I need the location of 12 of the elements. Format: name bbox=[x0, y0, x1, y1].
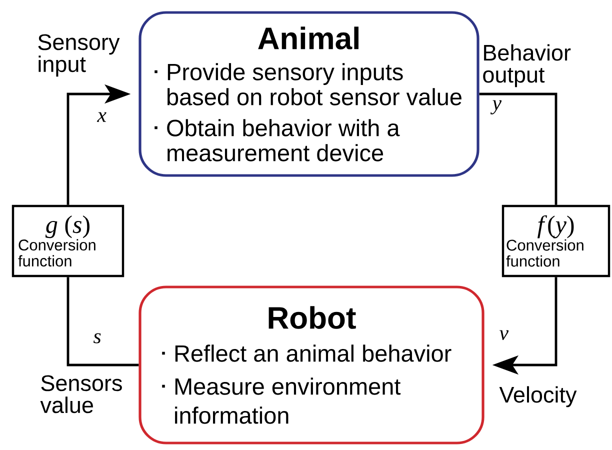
rounded-box: Animal Provide sensory inputs based on robot sensor value Obtain behavior with a measurement device bbox=[138, 11, 480, 177]
signal-label: Behavior output bbox=[483, 44, 571, 88]
variable-label: y bbox=[490, 100, 502, 114]
function-box: f(y) Conversion function bbox=[502, 204, 610, 278]
variable-label: x bbox=[96, 112, 106, 122]
rounded-box: Robot Reflect an animal behavior Measure environment information bbox=[138, 286, 484, 444]
function-box: g (s) Conversion function bbox=[12, 204, 124, 278]
signal-label: Sensory input bbox=[38, 34, 120, 77]
variable-label: v bbox=[500, 330, 509, 340]
signal-label: Sensors value bbox=[40, 375, 122, 414]
variable-label: s bbox=[93, 333, 101, 344]
signal-label: Velocity bbox=[499, 386, 577, 408]
